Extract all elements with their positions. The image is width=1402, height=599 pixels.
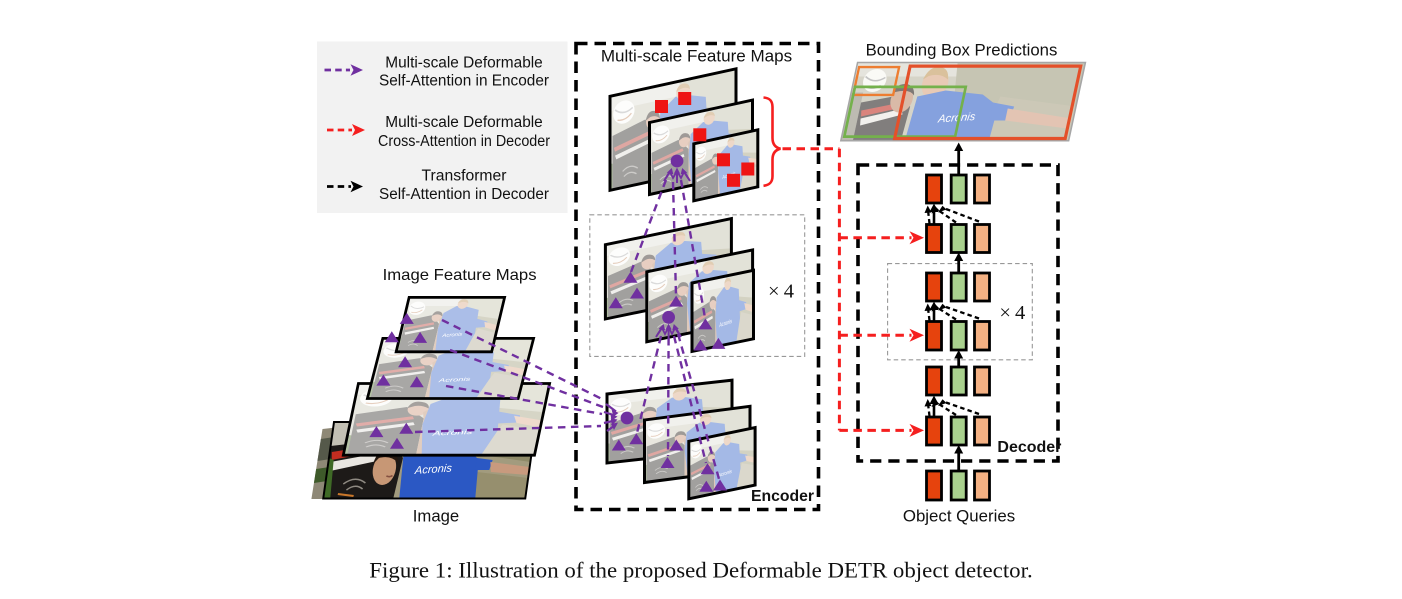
- svg-text:Acronis: Acronis: [936, 111, 976, 125]
- svg-text:Image: Image: [413, 508, 459, 526]
- svg-text:Self-Attention in Encoder: Self-Attention in Encoder: [379, 73, 549, 90]
- svg-text:Acronis: Acronis: [413, 462, 452, 477]
- svg-text:Multi-scale Deformable: Multi-scale Deformable: [385, 54, 543, 71]
- svg-text:Transformer: Transformer: [422, 167, 507, 184]
- svg-text:Figure 1: Illustration of the: Figure 1: Illustration of the proposed D…: [369, 557, 1032, 582]
- svg-text:Object Queries: Object Queries: [903, 508, 1015, 526]
- svg-text:Cross-Attention in Decoder: Cross-Attention in Decoder: [378, 133, 550, 150]
- svg-text:× 4: × 4: [768, 281, 794, 303]
- svg-text:Image Feature Maps: Image Feature Maps: [383, 267, 537, 284]
- svg-text:Multi-scale Deformable: Multi-scale Deformable: [385, 114, 543, 131]
- svg-text:Bounding Box Predictions: Bounding Box Predictions: [866, 42, 1058, 60]
- svg-text:× 4: × 4: [999, 302, 1025, 324]
- svg-text:Decoder: Decoder: [997, 439, 1061, 456]
- svg-text:Self-Attention in Decoder: Self-Attention in Decoder: [379, 186, 549, 203]
- svg-text:Encoder: Encoder: [751, 488, 814, 505]
- svg-text:Multi-scale Feature Maps: Multi-scale Feature Maps: [601, 47, 792, 65]
